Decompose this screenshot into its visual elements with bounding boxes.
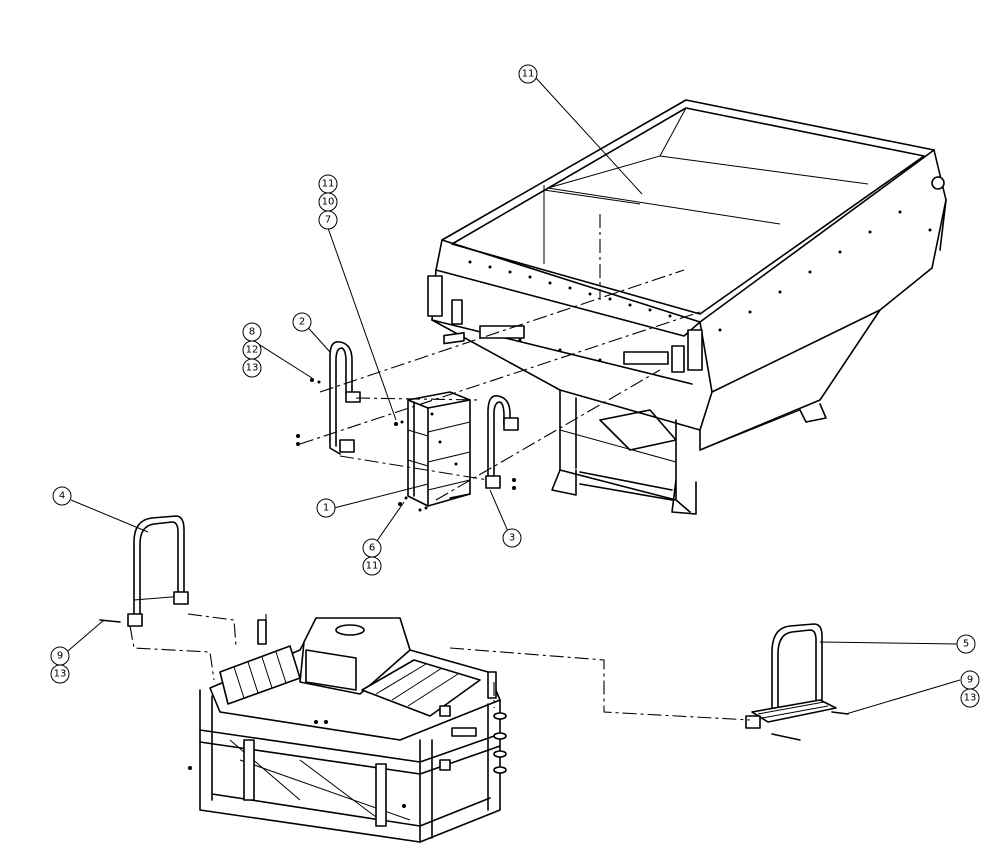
callout-7-group: 11 10 7 bbox=[318, 174, 338, 230]
callout-3: 3 bbox=[502, 528, 522, 548]
handrail-4 bbox=[127, 515, 189, 627]
assembly-centerlines bbox=[129, 214, 751, 721]
base-frame bbox=[188, 617, 507, 843]
callout-6: 6 bbox=[369, 543, 375, 554]
callout-13-left: 13 bbox=[54, 669, 67, 680]
callout-1: 1 bbox=[316, 498, 336, 518]
callout-11b: 11 bbox=[366, 561, 379, 572]
svg-text:11: 11 bbox=[522, 69, 535, 80]
callout-13-left-circle bbox=[50, 664, 70, 684]
handrail-2 bbox=[329, 340, 361, 455]
callout-7-circle bbox=[318, 210, 338, 230]
hopper-bolt-holes bbox=[468, 210, 932, 362]
svg-text:3: 3 bbox=[509, 533, 515, 544]
svg-text:5: 5 bbox=[963, 639, 969, 650]
callout-8-group: 8 12 13 bbox=[242, 322, 262, 378]
callout-13-right: 13 bbox=[964, 693, 977, 704]
callout-13-right-circle bbox=[960, 688, 980, 708]
svg-text:1: 1 bbox=[323, 503, 329, 514]
callout-8: 8 bbox=[249, 327, 255, 338]
callout-9-left: 9 bbox=[57, 651, 63, 662]
leader-lines bbox=[61, 77, 961, 715]
svg-text:4: 4 bbox=[59, 491, 65, 502]
fasteners bbox=[99, 378, 849, 741]
callout-13-circle bbox=[242, 358, 262, 378]
callout-12: 12 bbox=[246, 345, 259, 356]
step-ladder bbox=[407, 331, 471, 507]
callout-6-group: 6 11 bbox=[362, 538, 382, 576]
callout-11: 11 bbox=[322, 179, 335, 190]
callout-11b-circle bbox=[362, 556, 382, 576]
handrail-3 bbox=[485, 395, 519, 489]
handrail-5 bbox=[745, 623, 837, 729]
callout-10: 10 bbox=[322, 197, 335, 208]
callout-5: 5 bbox=[956, 634, 976, 654]
hopper-body bbox=[427, 99, 947, 515]
callout-4: 4 bbox=[52, 486, 72, 506]
callout-9-right: 9 bbox=[967, 675, 973, 686]
callout-7: 7 bbox=[325, 215, 331, 226]
svg-text:2: 2 bbox=[299, 317, 305, 328]
callout-9-right-group: 9 13 bbox=[960, 670, 980, 708]
callout-2: 2 bbox=[292, 312, 312, 332]
callout-13: 13 bbox=[246, 363, 259, 374]
callout-9-left-group: 9 13 bbox=[50, 646, 70, 684]
callout-11-top: 11 bbox=[518, 64, 538, 84]
